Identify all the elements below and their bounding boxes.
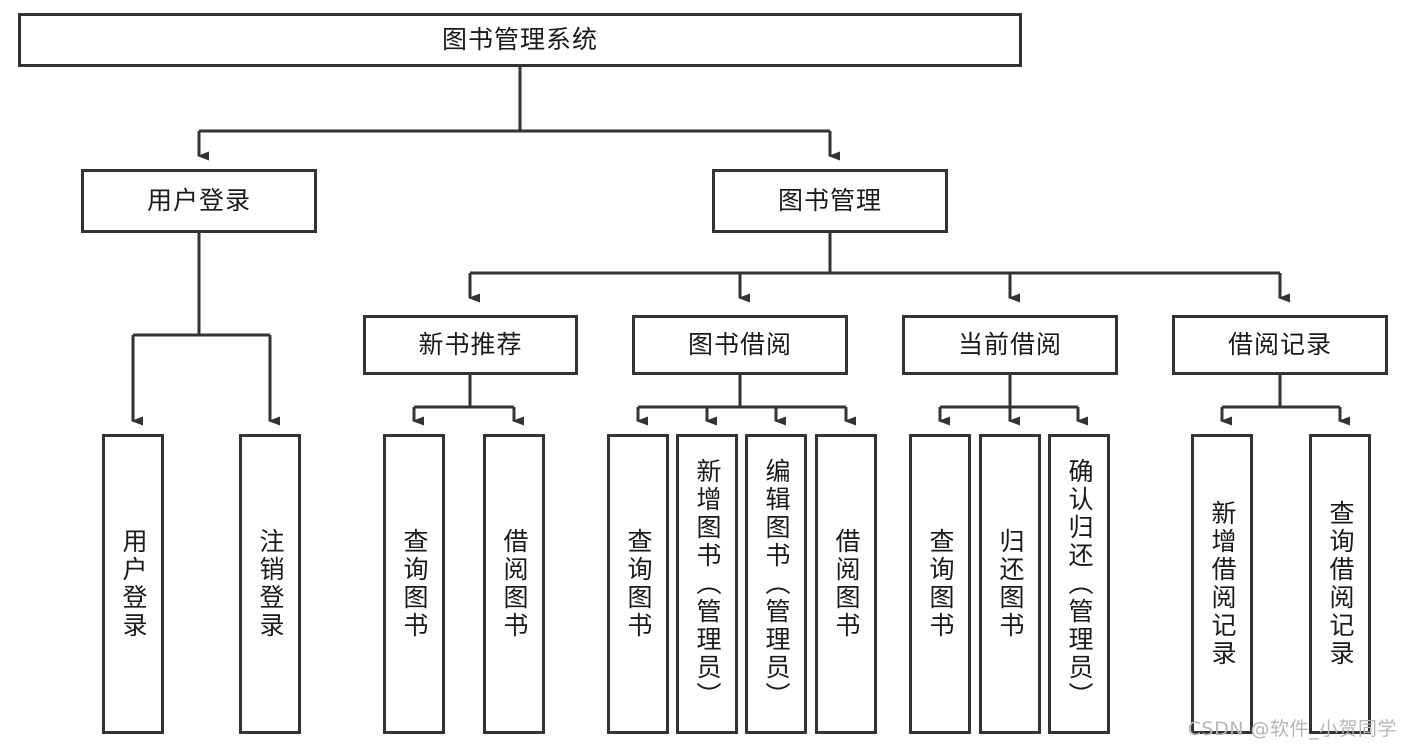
node-label: 查询图书 <box>400 528 429 640</box>
leaf-logout[interactable]: 注销登录 <box>239 434 301 734</box>
node-label: 新增借阅记录 <box>1208 500 1237 668</box>
node-label: 确认归还（管理员） <box>1065 458 1094 710</box>
leaf-add-book-admin[interactable]: 新增图书（管理员） <box>676 434 738 734</box>
leaf-confirm-return-admin[interactable]: 确认归还（管理员） <box>1048 434 1110 734</box>
leaf-return-book[interactable]: 归还图书 <box>979 434 1041 734</box>
node-user-login[interactable]: 用户登录 <box>81 169 317 233</box>
node-label: 新书推荐 <box>418 330 523 359</box>
node-new-book-recommend[interactable]: 新书推荐 <box>363 315 578 375</box>
node-label: 用户登录 <box>146 186 251 215</box>
node-label: 借阅记录 <box>1227 330 1332 359</box>
node-label: 查询图书 <box>926 528 955 640</box>
node-label: 图书借阅 <box>687 330 792 359</box>
node-label: 归还图书 <box>996 528 1025 640</box>
leaf-query-book-borrow[interactable]: 查询图书 <box>607 434 669 734</box>
node-label: 查询图书 <box>624 528 653 640</box>
node-current-borrow[interactable]: 当前借阅 <box>902 315 1118 375</box>
node-book-management[interactable]: 图书管理 <box>712 169 948 233</box>
node-book-borrow[interactable]: 图书借阅 <box>632 315 848 375</box>
leaf-borrow-book[interactable]: 借阅图书 <box>815 434 877 734</box>
leaf-query-book-recommend[interactable]: 查询图书 <box>383 434 445 734</box>
leaf-add-borrow-record[interactable]: 新增借阅记录 <box>1191 434 1253 734</box>
node-label: 查询借阅记录 <box>1326 500 1355 668</box>
leaf-edit-book-admin[interactable]: 编辑图书（管理员） <box>745 434 807 734</box>
leaf-query-book-current[interactable]: 查询图书 <box>909 434 971 734</box>
leaf-borrow-book-recommend[interactable]: 借阅图书 <box>483 434 545 734</box>
leaf-query-borrow-record[interactable]: 查询借阅记录 <box>1309 434 1371 734</box>
node-label: 借阅图书 <box>500 528 529 640</box>
node-root-book-management-system[interactable]: 图书管理系统 <box>18 13 1022 67</box>
node-label: 当前借阅 <box>957 330 1062 359</box>
node-label: 借阅图书 <box>832 528 861 640</box>
node-label: 新增图书（管理员） <box>693 458 722 710</box>
leaf-user-login[interactable]: 用户登录 <box>102 434 164 734</box>
node-borrow-record[interactable]: 借阅记录 <box>1172 315 1388 375</box>
node-label: 编辑图书（管理员） <box>762 458 791 710</box>
node-label: 用户登录 <box>119 528 148 640</box>
node-label: 图书管理系统 <box>441 25 598 54</box>
csdn-watermark: CSDN @软件_小贺同学 <box>1187 718 1397 740</box>
node-label: 图书管理 <box>777 186 882 215</box>
node-label: 注销登录 <box>256 528 285 640</box>
